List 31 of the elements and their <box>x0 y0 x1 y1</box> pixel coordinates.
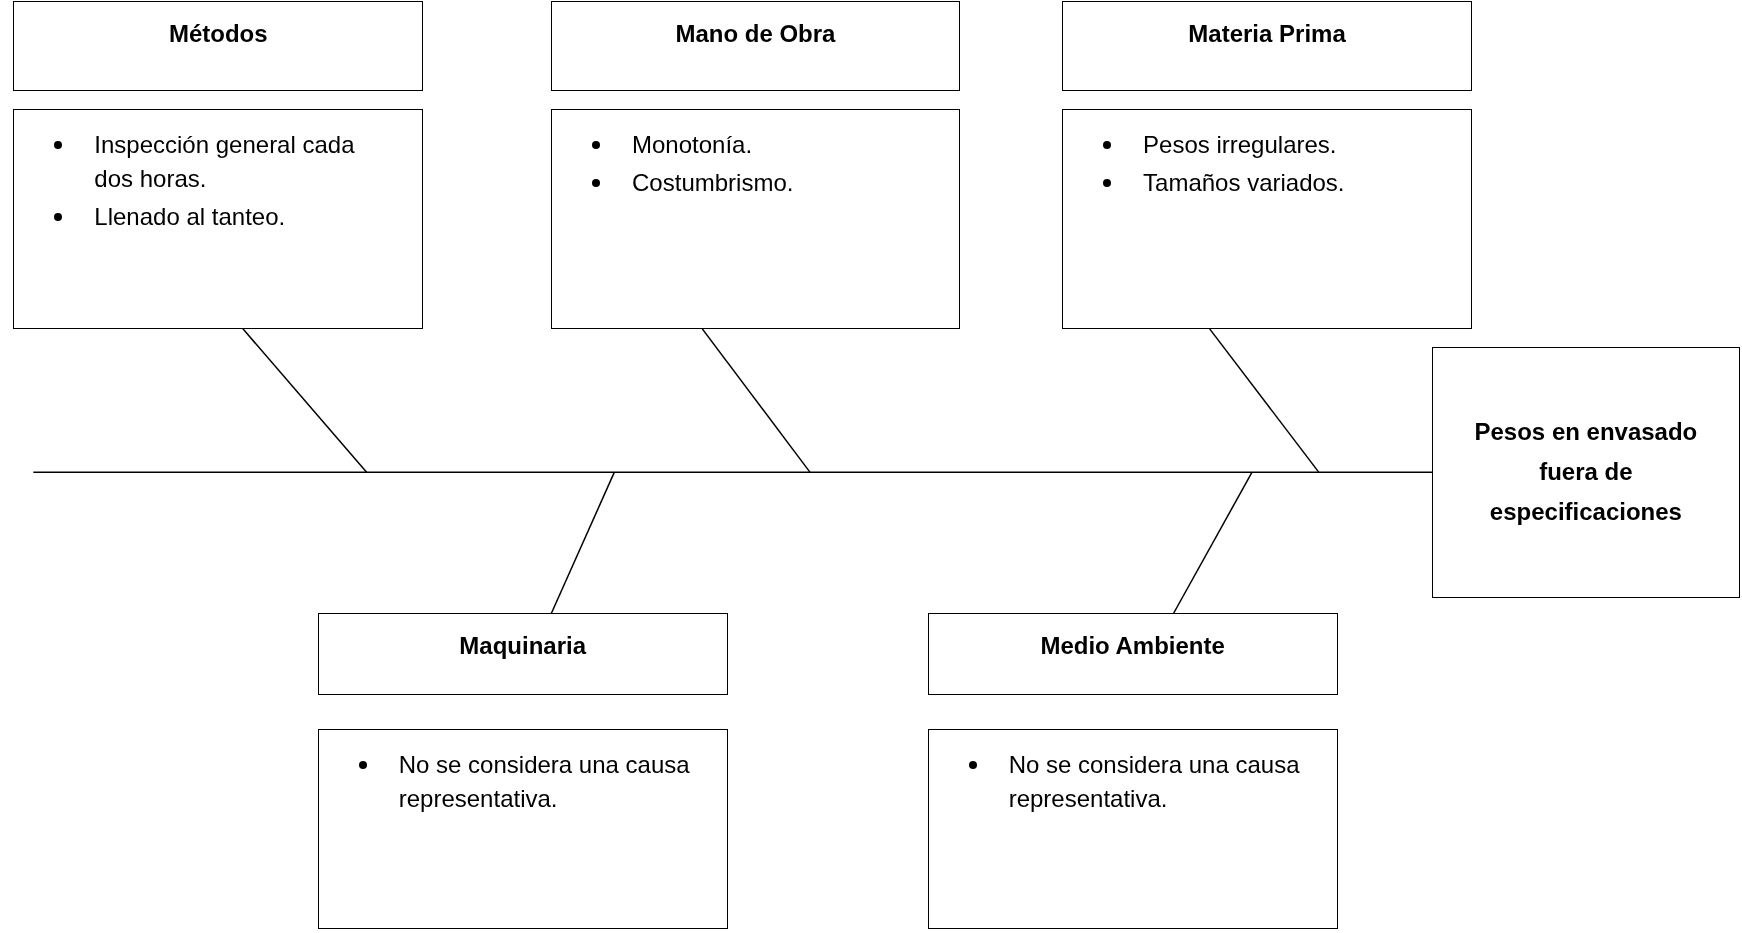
cause-text: Llenado al tanteo. <box>94 201 286 232</box>
cause-box <box>317 728 728 929</box>
cause-text: Costumbrismo. <box>632 167 794 198</box>
category-title: Materia Prima <box>1188 20 1346 49</box>
cause-box <box>1062 108 1472 329</box>
category-title: Maquinaria <box>459 632 587 661</box>
cause-text: Pesos irregulares. <box>1143 129 1337 160</box>
effect-box <box>1432 346 1740 598</box>
effect-title: Pesos en envasado fuera de especificaciones <box>1473 417 1699 528</box>
branch-line <box>1208 328 1320 473</box>
category-title: Métodos <box>168 20 268 49</box>
spine-line <box>32 471 1433 473</box>
cause-text: Tamaños variados. <box>1143 167 1345 198</box>
cause-text: No se considera una causa representativa. <box>1008 749 1301 814</box>
branch-line <box>242 328 368 473</box>
branch-line <box>701 328 811 473</box>
category-box <box>927 613 1338 696</box>
category-title: Medio Ambiente <box>1040 632 1225 661</box>
cause-box <box>551 108 960 329</box>
cause-text: No se considera una causa representativa. <box>398 749 691 814</box>
cause-box <box>927 728 1338 929</box>
category-title: Mano de Obra <box>675 20 836 49</box>
category-box <box>1062 1 1472 92</box>
branch-line <box>550 471 616 614</box>
cause-text: Inspección general cada dos horas. <box>94 129 356 194</box>
category-box <box>317 613 728 696</box>
branch-line <box>1172 471 1253 614</box>
cause-text: Monotonía. <box>632 129 753 160</box>
cause-box <box>13 108 424 329</box>
category-box <box>551 1 960 92</box>
category-box <box>13 1 424 92</box>
